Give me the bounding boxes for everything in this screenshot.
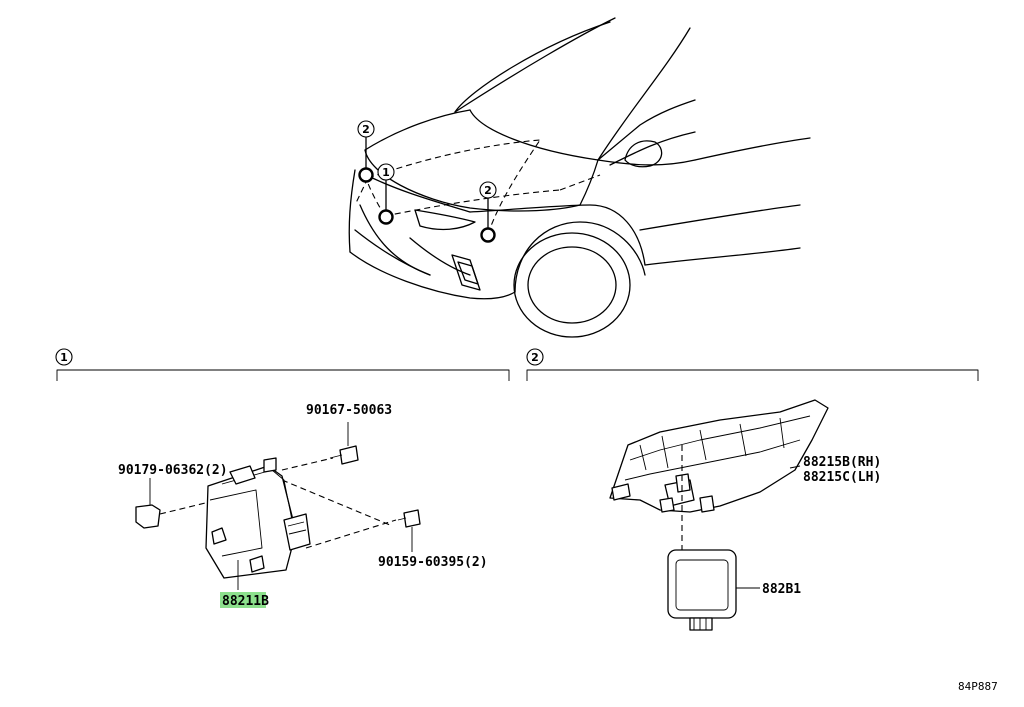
svg-text:1: 1 [60, 351, 68, 364]
diagram-code: 84P887 [958, 680, 998, 693]
part-label-90167-50063: 90167-50063 [306, 403, 392, 418]
bolt-icon [397, 509, 421, 552]
sensor-module [205, 457, 311, 590]
callout-1: 1 [377, 163, 395, 225]
svg-text:1: 1 [382, 166, 390, 179]
svg-text:2: 2 [362, 123, 370, 136]
part-label-90179-06362: 90179-06362(2) [118, 463, 228, 478]
section-2-bracket: 2 [526, 348, 979, 381]
part-label-90159-60395: 90159-60395(2) [378, 555, 488, 570]
section-1-bracket: 1 [55, 348, 510, 381]
radar-location-marker [358, 167, 374, 183]
nut-icon [135, 478, 161, 529]
part-label-88211B[interactable]: 88211B [222, 594, 269, 609]
part-highlight [220, 592, 266, 608]
radar-location-marker [480, 227, 496, 243]
part-label-882B1: 882B1 [762, 582, 801, 597]
radar-bracket [609, 399, 829, 513]
radar-sensor [667, 549, 760, 631]
svg-text:2: 2 [484, 184, 492, 197]
car-illustration [348, 17, 811, 338]
part-label-88215B: 88215B(RH) [803, 455, 881, 470]
sensor-location-marker [378, 209, 394, 225]
callout-2-left: 2 [357, 120, 375, 183]
svg-text:2: 2 [531, 351, 539, 364]
callout-2-right: 2 [479, 181, 497, 243]
part-label-88215C: 88215C(LH) [803, 470, 881, 485]
bolt-icon [329, 422, 359, 465]
